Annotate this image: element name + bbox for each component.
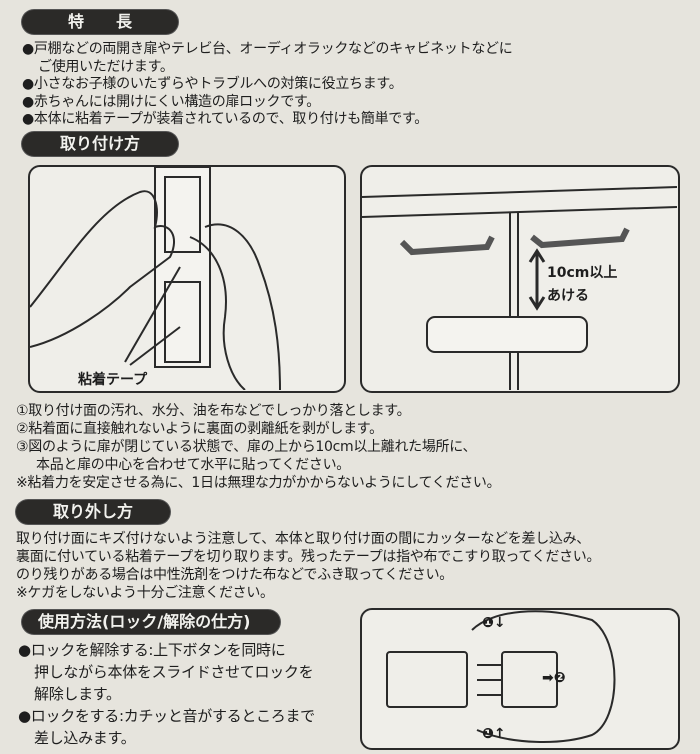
remove-line: のり残りがある場合は中性洗剤をつけた布などでふき取ってください。	[16, 567, 453, 583]
slide-marker: ➡❷	[542, 670, 566, 686]
press-bottom-marker: ❶↑	[482, 726, 506, 742]
usage-heading: 使用方法(ロック/解除の仕方)	[22, 610, 280, 634]
unlock-hand-drawing	[386, 610, 616, 743]
usage-line: ●ロックをする:カチッと音がするところまで	[18, 707, 315, 725]
install-heading: 取り付け方	[22, 132, 178, 156]
remove-line: 取り付け面にキズ付けないよう注意して、本体と取り付け面の間にカッターなどを差し込…	[16, 531, 590, 547]
hands-applying-lock-drawing	[29, 166, 281, 391]
install-step: ③図のように扉が閉じている状態で、扉の上から10cm以上離れた場所に、	[16, 439, 477, 455]
tape-caption: 粘着テープ	[78, 372, 148, 388]
usage-illustration: ❶↓ ❶↑ ➡❷	[360, 608, 680, 750]
press-top-marker: ❶↓	[482, 615, 506, 631]
install-illustration-cabinet: 10cm以上 あける	[360, 165, 680, 393]
usage-line: 差し込みます。	[34, 729, 136, 747]
feature-line: ●小さなお子様のいたずらやトラブルへの対策に役立ちます。	[22, 76, 403, 92]
feature-line: ●戸棚などの両開き扉やテレビ台、オーディオラックなどのキャビネットなどに	[22, 41, 513, 57]
remove-note: ※ケガをしないよう十分ご注意ください。	[16, 585, 274, 601]
feature-line: ご使用いただけます。	[38, 58, 174, 75]
remove-heading: 取り外し方	[16, 500, 170, 524]
distance-label: 10cm以上	[547, 265, 618, 281]
distance-label: あける	[547, 288, 589, 304]
install-step: 本品と扉の中心を合わせて水平に貼ってください。	[36, 457, 350, 473]
usage-line: 解除します。	[34, 685, 121, 703]
install-note: ※粘着力を安定させる為に、1日は無理な力がかからないようにしてください。	[16, 475, 501, 491]
usage-line: ●ロックを解除する:上下ボタンを同時に	[18, 641, 286, 659]
install-step: ①取り付け面の汚れ、水分、油を布などでしっかり落とします。	[16, 403, 411, 419]
features-heading: 特 長	[22, 10, 178, 34]
feature-line: ●赤ちゃんには開けにくい構造の扉ロックです。	[22, 93, 320, 110]
install-step: ②粘着面に直接触れないように裏面の剥離紙を剥がします。	[16, 421, 383, 437]
remove-line: 裏面に付いている粘着テープを切り取ります。残ったテープは指や布でこすり取ってくだ…	[16, 549, 601, 565]
usage-line: 押しながら本体をスライドさせてロックを	[34, 663, 314, 681]
feature-line: ●本体に粘着テープが装着されているので、取り付けも簡単です。	[22, 111, 428, 127]
cabinet-doors-drawing	[361, 186, 678, 390]
install-illustration-hands: 粘着テープ	[28, 165, 346, 393]
